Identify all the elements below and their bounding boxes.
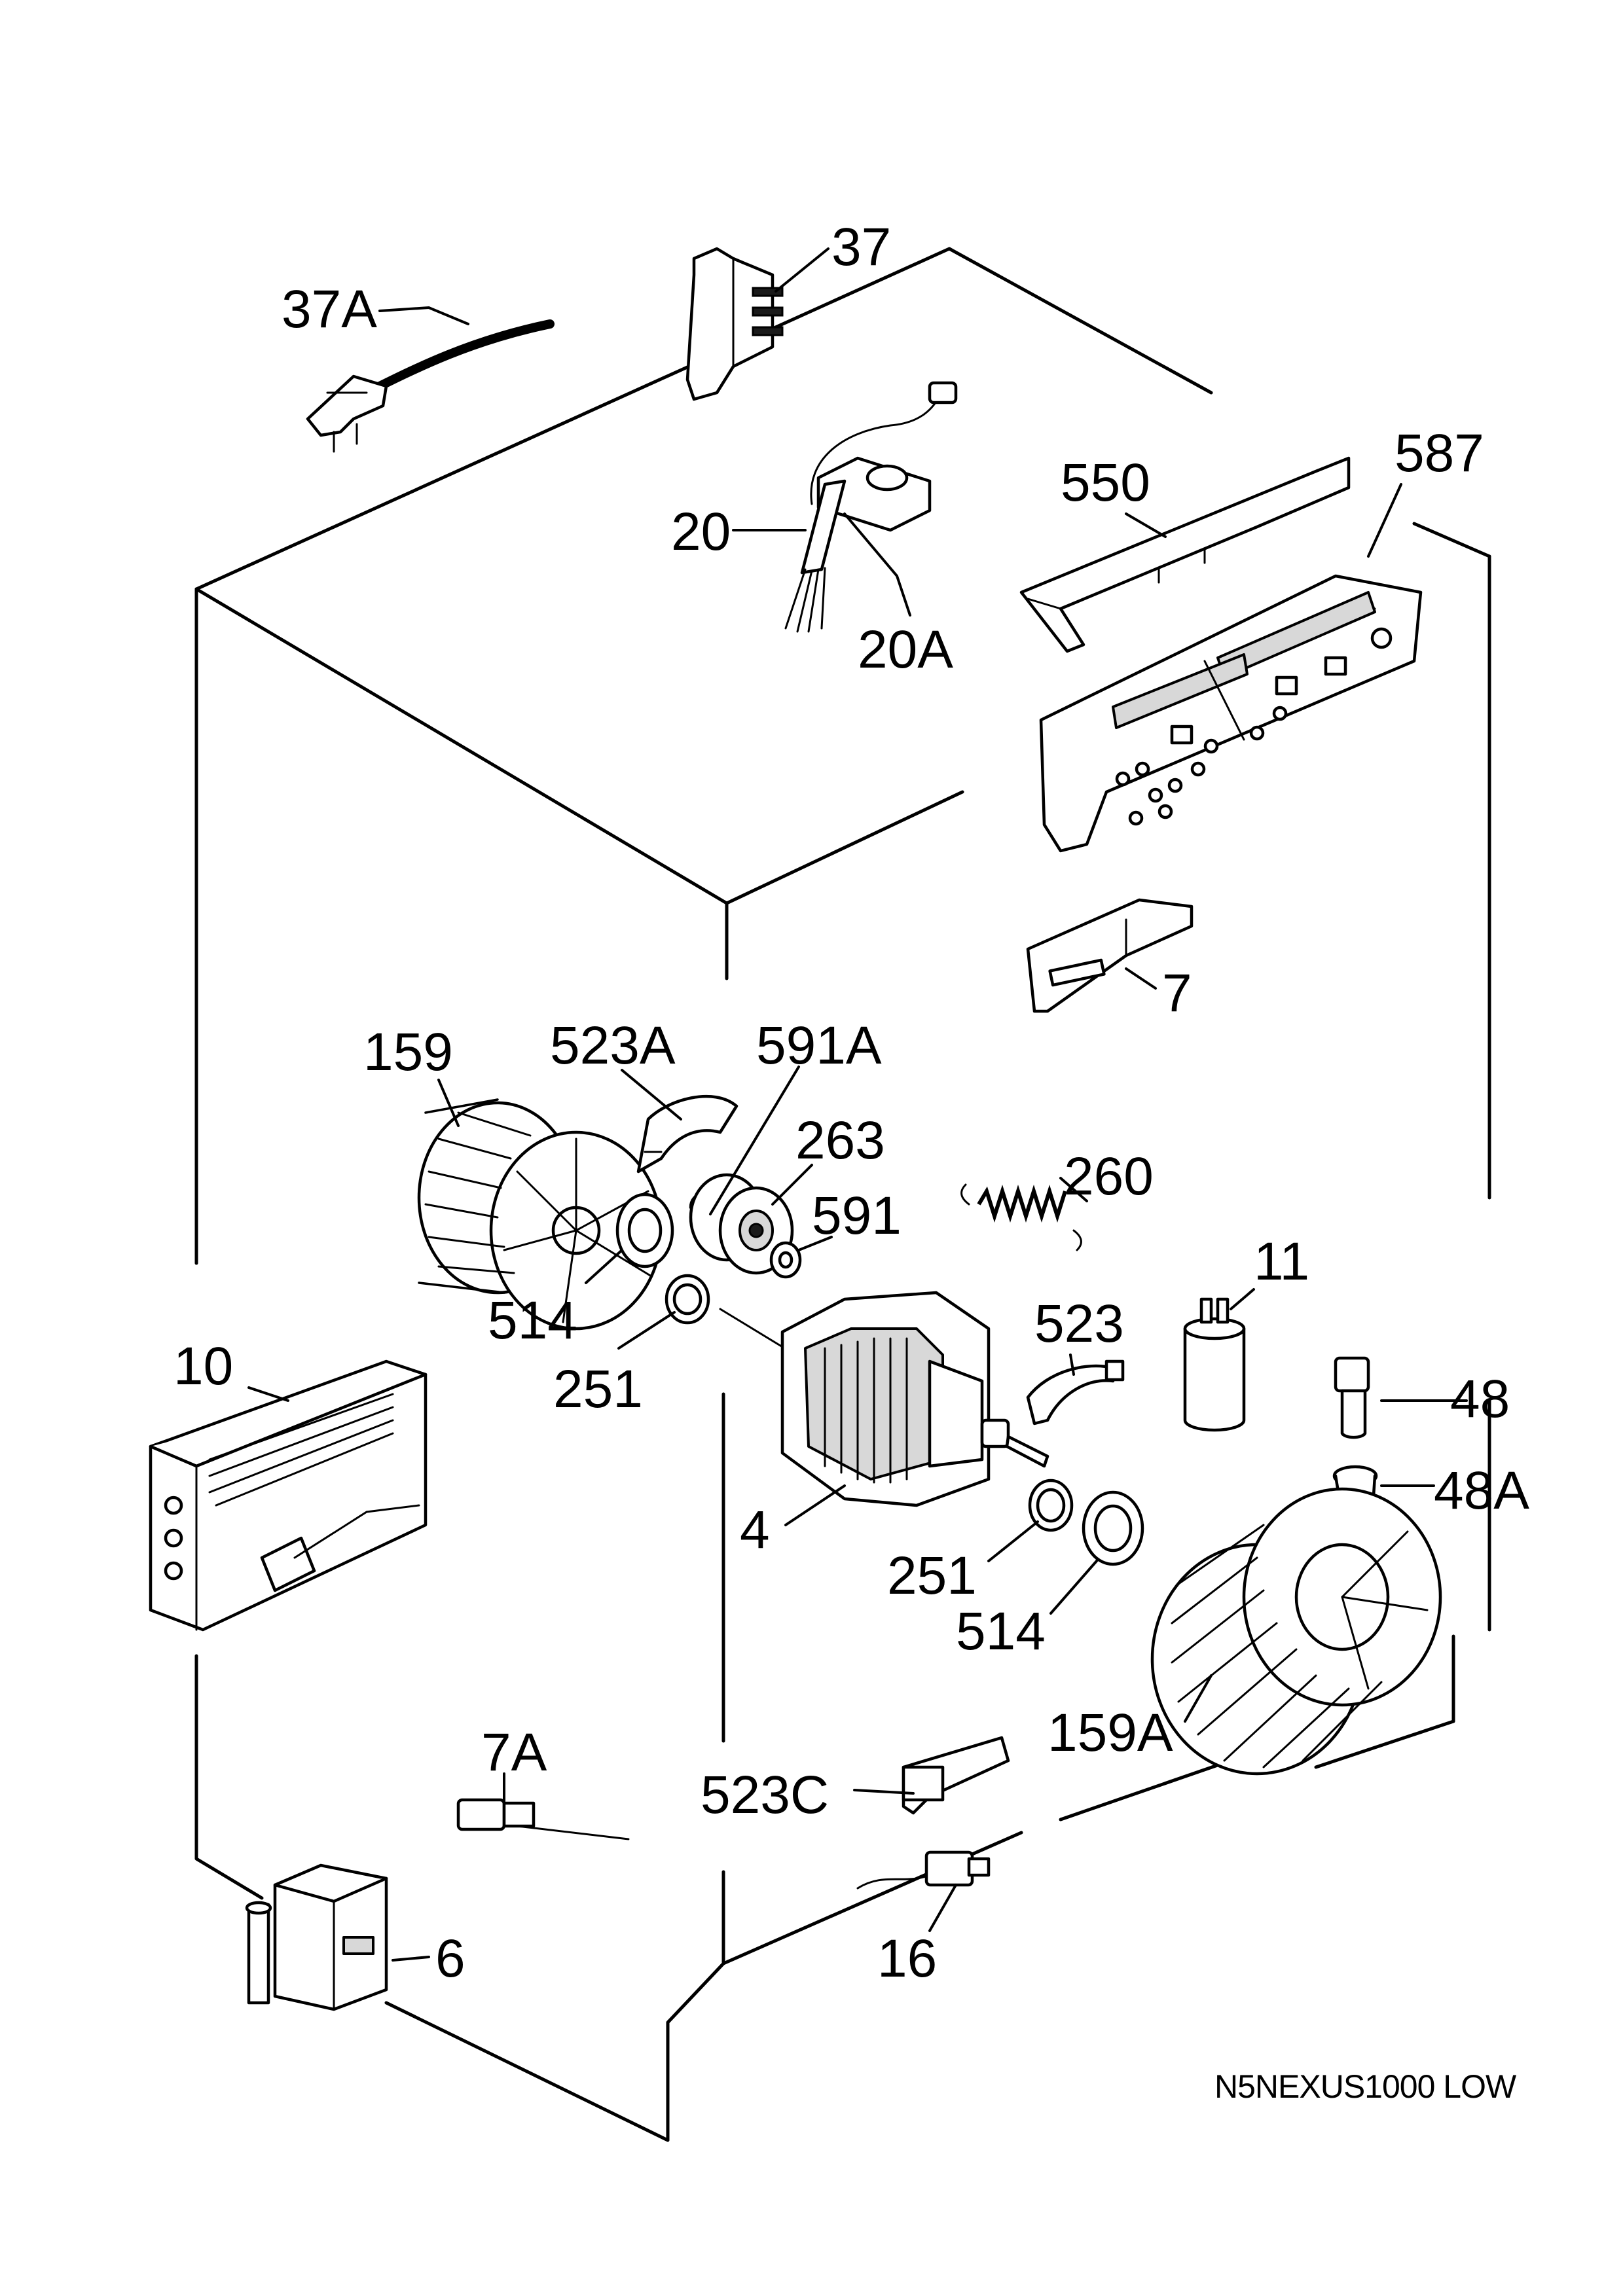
model-code: N5NEXUS1000 LOW xyxy=(1214,2068,1517,2105)
bearing-251-right xyxy=(1028,1479,1074,1532)
pump-6 xyxy=(245,1863,388,2011)
label-48A: 48A xyxy=(1434,1461,1529,1520)
part-labels: 37A 37 20 20A 550 587 7 159 523A 591A 26… xyxy=(173,217,1529,1988)
label-6: 6 xyxy=(435,1929,465,1988)
door-switch-7 xyxy=(1026,898,1194,1013)
label-4: 4 xyxy=(740,1500,770,1560)
label-523: 523 xyxy=(1034,1294,1124,1354)
label-251-left: 251 xyxy=(553,1359,643,1419)
cabinet-outline xyxy=(194,247,1491,2142)
label-523C: 523C xyxy=(701,1765,829,1825)
heater-10 xyxy=(149,1359,428,1632)
label-16: 16 xyxy=(877,1929,937,1988)
blower-fan-159A xyxy=(1150,1487,1442,1776)
terminal-block-37 xyxy=(685,247,784,401)
label-20A: 20A xyxy=(858,620,953,679)
label-523A: 523A xyxy=(550,1016,676,1075)
label-591A: 591A xyxy=(756,1016,882,1075)
bearing-514-left xyxy=(615,1193,674,1268)
power-cord-37A xyxy=(306,319,555,453)
label-514-left: 514 xyxy=(488,1291,577,1350)
label-10: 10 xyxy=(173,1336,233,1396)
label-251-right: 251 xyxy=(887,1546,977,1605)
label-260: 260 xyxy=(1064,1147,1154,1206)
label-159: 159 xyxy=(363,1022,453,1082)
control-cover-550 xyxy=(1019,456,1351,653)
bearing-514-right xyxy=(1082,1490,1144,1566)
bearing-bracket-523 xyxy=(1026,1359,1125,1426)
label-159A: 159A xyxy=(1048,1703,1173,1763)
label-7: 7 xyxy=(1162,963,1192,1023)
bearing-bracket-523A xyxy=(636,1095,739,1174)
label-37A: 37A xyxy=(282,279,377,339)
washer-591 xyxy=(769,1241,802,1279)
thermostat-20 xyxy=(784,381,958,633)
label-263: 263 xyxy=(795,1111,885,1170)
motor-4 xyxy=(719,1291,1049,1507)
capacitor-11 xyxy=(1183,1297,1246,1432)
electronic-board-587 xyxy=(1039,574,1423,853)
label-7A: 7A xyxy=(481,1723,547,1782)
label-48: 48 xyxy=(1450,1369,1510,1429)
label-550: 550 xyxy=(1061,453,1150,512)
label-11: 11 xyxy=(1254,1232,1309,1291)
drum-fan-159 xyxy=(417,1098,663,1331)
label-587: 587 xyxy=(1395,423,1484,483)
label-37: 37 xyxy=(831,217,891,277)
board-connectors xyxy=(1115,627,1393,826)
pulley-263 xyxy=(689,1173,794,1275)
label-514-right: 514 xyxy=(956,1602,1046,1661)
label-591: 591 xyxy=(812,1186,902,1246)
bracket-523C xyxy=(902,1736,1010,1815)
leader-lines xyxy=(247,247,1468,1962)
micro-switch-7A xyxy=(456,1798,630,1840)
label-20: 20 xyxy=(671,502,731,562)
sensor-48 xyxy=(1334,1356,1370,1439)
sensor-16 xyxy=(856,1850,991,1890)
tension-spring-260 xyxy=(960,1183,1082,1251)
bearing-251-left xyxy=(665,1274,710,1325)
